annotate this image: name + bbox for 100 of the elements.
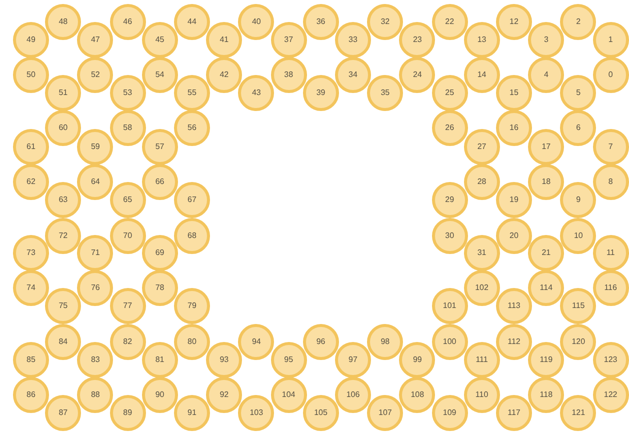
number-circle bbox=[238, 75, 274, 111]
number-label: 5 bbox=[576, 89, 581, 97]
number-circle bbox=[142, 235, 178, 271]
number-circle bbox=[142, 129, 178, 165]
number-circle bbox=[496, 218, 532, 254]
number-circle bbox=[174, 288, 210, 324]
number-circle bbox=[13, 129, 49, 165]
number-label: 74 bbox=[26, 284, 36, 292]
number-circle bbox=[592, 235, 629, 271]
number-circle bbox=[45, 4, 82, 40]
number-circle bbox=[45, 288, 82, 324]
number-label: 75 bbox=[58, 302, 68, 310]
number-label: 9 bbox=[576, 196, 581, 204]
number-label: 3 bbox=[544, 36, 548, 44]
number-label: 82 bbox=[123, 338, 132, 346]
number-label: 8 bbox=[608, 178, 613, 186]
number-label: 65 bbox=[123, 196, 132, 204]
number-circle bbox=[110, 324, 146, 360]
number-label: 17 bbox=[542, 143, 551, 151]
number-circle bbox=[110, 75, 146, 111]
number-circle bbox=[142, 22, 178, 58]
number-circle bbox=[110, 110, 146, 146]
number-label: 100 bbox=[442, 338, 456, 346]
number-label: 120 bbox=[572, 338, 586, 346]
number-label: 27 bbox=[477, 143, 486, 151]
number-circle bbox=[496, 4, 532, 40]
number-circle bbox=[432, 395, 468, 431]
number-circle bbox=[77, 22, 114, 58]
number-circle bbox=[77, 342, 114, 378]
number-label: 87 bbox=[58, 409, 68, 417]
number-label: 16 bbox=[510, 124, 518, 132]
number-circle bbox=[592, 129, 629, 165]
number-circle bbox=[432, 4, 468, 40]
number-label: 77 bbox=[123, 302, 132, 310]
number-label: 1 bbox=[608, 36, 613, 44]
number-circle bbox=[13, 164, 49, 200]
number-label: 99 bbox=[412, 356, 422, 364]
number-label: 81 bbox=[155, 356, 164, 364]
number-label: 62 bbox=[26, 178, 36, 186]
number-label: 30 bbox=[445, 232, 454, 240]
number-circle bbox=[110, 395, 146, 431]
number-circle bbox=[270, 57, 307, 93]
number-label: 89 bbox=[123, 409, 132, 417]
number-label: 6 bbox=[576, 124, 581, 132]
number-circle bbox=[528, 129, 564, 165]
number-circle bbox=[560, 4, 596, 40]
number-circle bbox=[399, 57, 436, 93]
number-circle bbox=[77, 235, 114, 271]
number-circle bbox=[45, 395, 82, 431]
number-label: 42 bbox=[220, 71, 229, 79]
number-circle bbox=[77, 164, 114, 200]
number-label: 7 bbox=[608, 143, 613, 151]
number-label: 114 bbox=[540, 284, 553, 292]
number-label: 73 bbox=[26, 249, 36, 257]
number-label: 51 bbox=[58, 89, 68, 97]
number-label: 14 bbox=[477, 71, 486, 79]
number-circle bbox=[77, 377, 114, 413]
number-circle bbox=[13, 57, 49, 93]
number-circle bbox=[302, 395, 339, 431]
number-label: 13 bbox=[477, 36, 486, 44]
number-label: 41 bbox=[220, 36, 229, 44]
number-label: 11 bbox=[606, 249, 615, 257]
number-circle bbox=[77, 57, 114, 93]
number-label: 43 bbox=[252, 89, 261, 97]
number-label: 52 bbox=[90, 71, 100, 79]
number-circle bbox=[432, 324, 468, 360]
number-circle bbox=[45, 324, 82, 360]
number-circle bbox=[77, 129, 114, 165]
number-circle bbox=[592, 270, 629, 306]
number-circle bbox=[110, 218, 146, 254]
number-circle bbox=[77, 270, 114, 306]
number-circle bbox=[367, 395, 404, 431]
number-label: 70 bbox=[123, 232, 132, 240]
number-circle bbox=[464, 377, 500, 413]
number-label: 98 bbox=[380, 338, 390, 346]
number-circle bbox=[238, 395, 274, 431]
number-circle bbox=[174, 75, 210, 111]
number-circle bbox=[592, 22, 629, 58]
number-label: 10 bbox=[574, 232, 583, 240]
number-circle bbox=[399, 377, 436, 413]
number-label: 63 bbox=[58, 196, 68, 204]
number-label: 91 bbox=[188, 409, 196, 417]
number-label: 83 bbox=[90, 356, 100, 364]
number-label: 101 bbox=[442, 302, 456, 310]
number-label: 57 bbox=[155, 143, 164, 151]
number-circle bbox=[302, 4, 339, 40]
number-circle bbox=[174, 218, 210, 254]
number-circle bbox=[528, 235, 564, 271]
number-circle bbox=[13, 22, 49, 58]
number-circle bbox=[432, 182, 468, 218]
number-label: 2 bbox=[576, 18, 581, 26]
number-label: 76 bbox=[90, 284, 100, 292]
number-label: 97 bbox=[348, 356, 358, 364]
number-circle bbox=[45, 182, 82, 218]
number-label: 103 bbox=[250, 409, 264, 417]
number-label: 90 bbox=[155, 391, 164, 399]
number-circle bbox=[592, 57, 629, 93]
number-circle bbox=[592, 164, 629, 200]
number-label: 58 bbox=[123, 124, 132, 132]
number-circle bbox=[592, 342, 629, 378]
